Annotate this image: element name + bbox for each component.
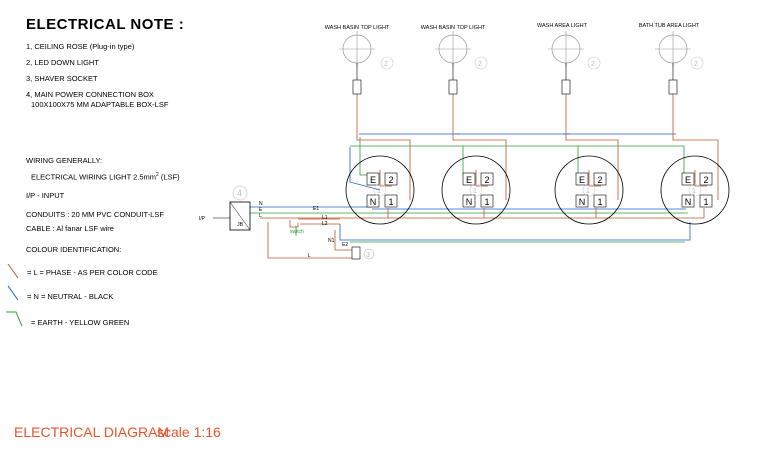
svg-text:1: 1 [692,188,696,195]
note-item-4: 4, MAIN POWER CONNECTION BOX [26,90,154,99]
wiring-input: I/P - INPUT [26,191,65,200]
footer-title: ELECTRICAL DIAGRAM [14,424,170,440]
wiring-cable: CABLE : Al fanar LSF wire [26,224,114,233]
ceiling-rose-4: E 2 N 1 1 [660,155,730,225]
neutral-swatch [7,285,19,301]
wiring-conduits: CONDUITS : 20 MM PVC CONDUIT-LSF [26,210,164,219]
svg-text:JB: JB [237,222,244,228]
svg-text:E: E [370,175,376,185]
svg-text:1: 1 [377,188,381,195]
led-light-4: BATH TUB AREA LIGHT 2 [639,23,704,95]
svg-text:WASH BASIN TOP LIGHT: WASH BASIN TOP LIGHT [325,25,390,31]
svg-text:2: 2 [384,61,388,68]
svg-text:L1: L1 [322,215,328,221]
svg-text:E: E [259,207,263,213]
svg-text:2: 2 [597,175,602,185]
svg-text:WASH AREA LIGHT: WASH AREA LIGHT [537,23,588,29]
svg-text:switch: switch [290,229,304,235]
ceiling-rose-3: E 2 N 1 1 [554,155,624,225]
colour-earth: = EARTH - YELLOW GREEN [31,318,130,327]
colour-neutral: = N = NEUTRAL - BLACK [27,292,114,301]
junction-box: JB 4 I/P N E L [199,185,263,231]
svg-text:L: L [308,253,311,259]
svg-text:1: 1 [484,197,489,207]
note-item-3: 3, SHAVER SOCKET [26,74,98,83]
svg-text:1: 1 [597,197,602,207]
svg-text:3: 3 [366,252,370,259]
svg-text:2: 2 [694,61,698,68]
ceiling-rose-2: E 2 N 1 1 [441,155,511,225]
phase-swatch [7,263,19,279]
svg-text:2: 2 [484,175,489,185]
svg-text:E: E [685,175,691,185]
led-light-2: WASH BASIN TOP LIGHT 2 [421,25,488,95]
svg-text:WASH BASIN TOP LIGHT: WASH BASIN TOP LIGHT [421,25,486,31]
shaver-socket: 3 [351,246,375,260]
svg-text:2: 2 [591,61,595,68]
svg-text:L: L [259,213,262,219]
svg-text:N: N [259,201,263,207]
note-item-2: 2, LED DOWN LIGHT [26,58,99,67]
svg-text:1: 1 [703,197,708,207]
svg-text:E2: E2 [342,242,348,248]
led-light-1: WASH BASIN TOP LIGHT 2 [325,25,394,95]
colour-phase: = L = PHASE - AS PER COLOR CODE [27,268,158,277]
svg-text:2: 2 [388,175,393,185]
wiring-heading: WIRING GENERALLY: [26,156,103,165]
svg-text:1: 1 [388,197,393,207]
svg-text:2: 2 [703,175,708,185]
svg-text:BATH TUB AREA LIGHT: BATH TUB AREA LIGHT [639,23,700,29]
svg-text:1: 1 [473,188,477,195]
page-title: ELECTRICAL NOTE : [26,16,185,33]
earth-swatch [6,311,23,327]
colour-heading: COLOUR IDENTIFICATION: [26,245,122,254]
svg-text:L2: L2 [322,221,328,227]
footer-scale: scale 1:16 [157,424,221,440]
svg-text:N: N [579,197,586,207]
svg-text:2: 2 [478,61,482,68]
svg-text:1: 1 [586,188,590,195]
svg-text:N: N [685,197,692,207]
wiring-light: ELECTRICAL WIRING LIGHT 2.5mm2 (LSF) [31,172,180,182]
svg-text:E1: E1 [313,206,319,212]
svg-text:E: E [466,175,472,185]
svg-text:E: E [579,175,585,185]
note-item-1: 1, CEILING ROSE (Plug-in type) [26,42,135,51]
ceiling-rose-1: E 2 N 1 1 [345,155,415,225]
svg-text:N: N [370,197,377,207]
svg-text:4: 4 [237,188,242,198]
svg-text:I/P: I/P [199,216,206,222]
svg-text:N1: N1 [328,238,335,244]
note-item-4-detail: 100X100X75 MM ADAPTABLE BOX-LSF [31,100,169,109]
led-light-3: WASH AREA LIGHT 2 [537,23,601,95]
svg-text:N: N [466,197,473,207]
